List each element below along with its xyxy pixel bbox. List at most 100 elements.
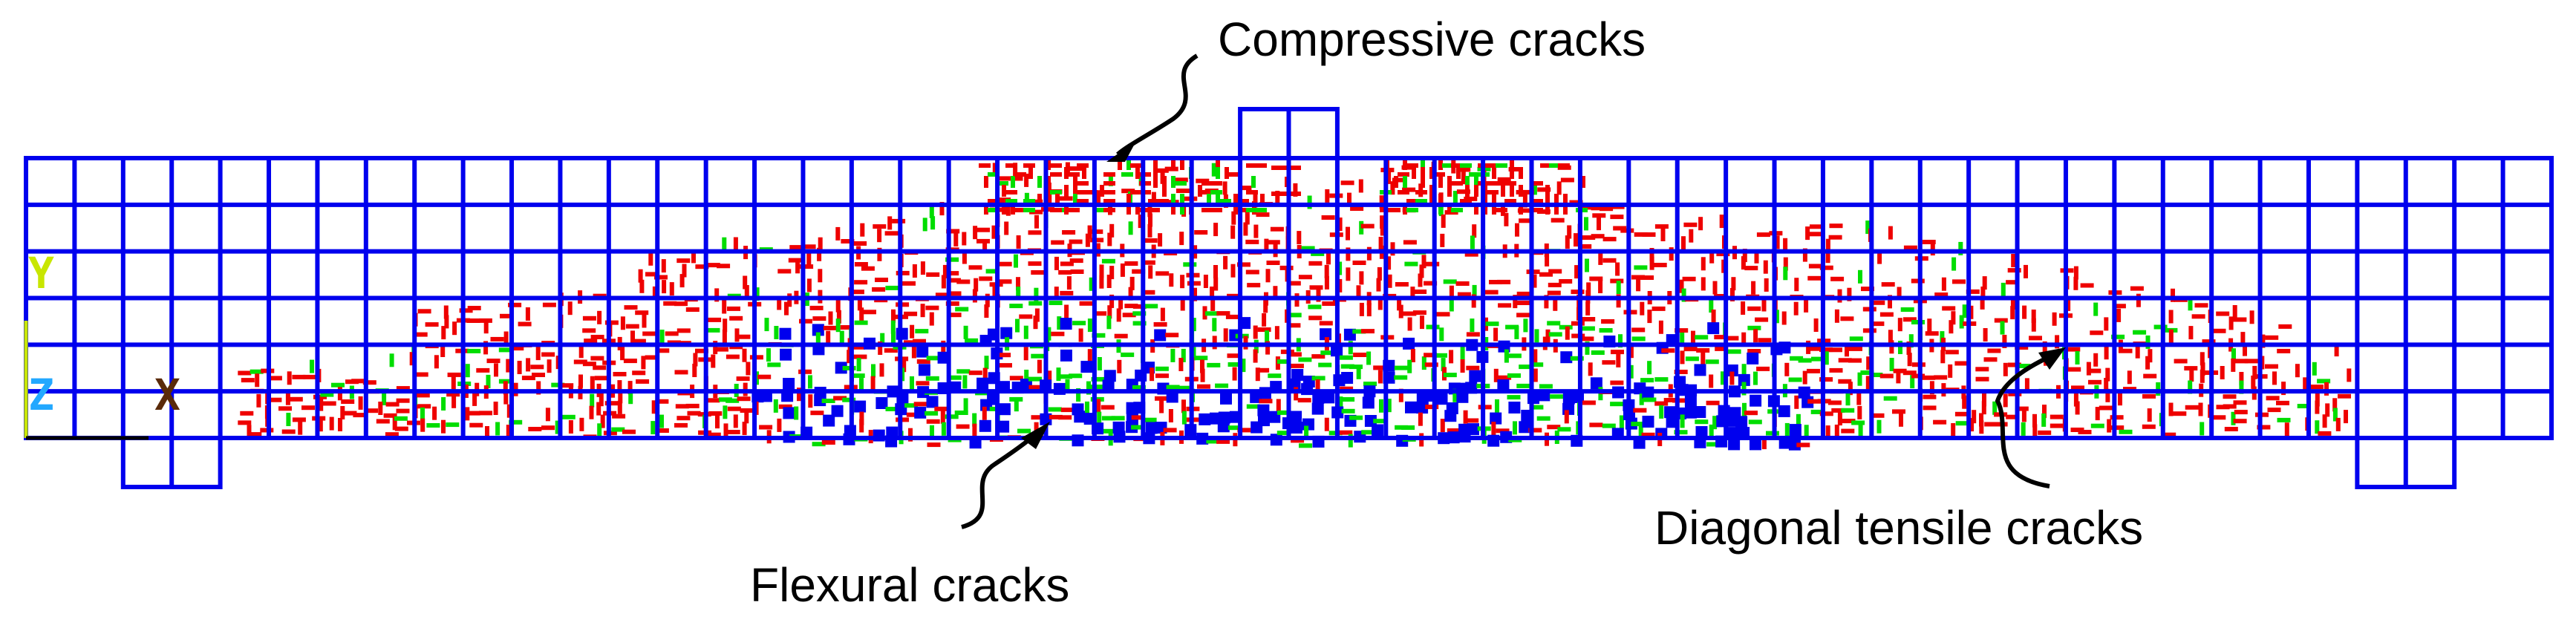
crack-mark [446,392,460,397]
crack-mark [1210,287,1215,300]
crack-mark [945,414,959,419]
crack-mark [2156,382,2161,396]
crack-mark [651,400,656,414]
crack-mark [1216,167,1220,179]
crack-mark [1469,370,1481,382]
crack-mark [1945,350,1959,355]
crack-mark [1709,299,1714,313]
crack-mark [1159,399,1164,413]
crack-mark [708,411,723,416]
crack-mark [2200,422,2205,436]
crack-mark [416,393,430,398]
crack-mark [1435,393,1448,405]
crack-mark [659,330,665,344]
crack-mark [1705,359,1719,364]
crack-mark [1028,230,1042,235]
crack-mark [1395,282,1409,287]
crack-mark [1530,362,1544,367]
crack-mark [2071,385,2084,390]
crack-mark [1294,387,1299,401]
crack-mark [1319,321,1333,326]
crack-mark [1337,278,1343,292]
crack-mark [847,350,852,364]
crack-mark [1288,313,1302,318]
crack-mark [1153,158,1158,170]
crack-mark [733,414,738,428]
crack-mark [1460,359,1465,373]
crack-mark [1707,322,1720,335]
crack-mark [1837,412,1842,426]
crack-mark [2024,264,2028,278]
crack-mark [1778,405,1790,417]
crack-mark [877,229,882,243]
crack-mark [2216,311,2230,316]
crack-mark [1980,295,1985,310]
crack-mark [1412,167,1416,179]
crack-mark [1485,321,1499,327]
crack-mark [1474,176,1478,188]
crack-mark [979,276,993,281]
crack-mark [1323,391,1335,404]
crack-mark [1810,224,1823,229]
crack-mark [1187,281,1201,286]
crack-mark [530,364,544,370]
crack-mark [620,316,625,330]
crack-mark [1379,195,1384,209]
crack-mark [1058,269,1072,275]
crack-mark [1201,190,1213,194]
crack-mark [1505,324,1519,330]
crack-mark [1829,367,1843,373]
crack-mark [1276,410,1291,415]
crack-mark [1831,408,1845,413]
crack-mark [1714,335,1728,340]
crack-mark [1876,419,1882,434]
crack-mark [998,403,1011,416]
crack-mark [612,413,626,419]
crack-mark [1613,226,1627,231]
crack-mark [941,340,946,354]
crack-mark [1531,208,1543,212]
crack-mark [999,363,1012,368]
crack-mark [432,406,437,420]
crack-mark [1037,359,1042,373]
crack-mark [1465,418,1479,423]
crack-mark [642,331,656,336]
crack-mark [1089,277,1094,291]
crack-mark [1466,365,1480,370]
crack-mark [2078,430,2092,434]
crack-mark [1819,265,1833,270]
crack-mark [2073,393,2078,407]
crack-mark [780,348,792,361]
crack-mark [2315,393,2320,407]
crack-mark [1438,203,1443,215]
crack-mark [914,406,927,419]
crack-mark [521,376,535,381]
crack-mark [1497,379,1510,392]
crack-mark [1857,372,1862,386]
crack-mark [1046,185,1051,197]
crack-mark [1180,297,1185,311]
crack-mark [1871,321,1885,327]
crack-mark [729,316,743,321]
crack-mark [2093,353,2099,367]
crack-mark [1493,327,1499,341]
crack-mark [645,355,659,360]
crack-mark [503,381,508,395]
crack-mark [2338,393,2351,399]
crack-mark [1689,229,1694,243]
crack-mark [1910,375,1915,389]
crack-mark [836,310,841,324]
crack-mark [1897,318,1902,332]
crack-mark [1339,430,1353,435]
crack-mark [1888,226,1893,240]
crack-mark [828,311,833,325]
crack-mark [880,333,885,347]
crack-mark [1253,194,1258,208]
crack-mark [1429,167,1434,179]
crack-mark [1748,419,1762,425]
crack-mark [1058,374,1072,379]
crack-mark [1781,311,1787,325]
crack-mark [485,426,489,439]
crack-mark [1155,366,1169,371]
crack-mark [744,285,749,298]
